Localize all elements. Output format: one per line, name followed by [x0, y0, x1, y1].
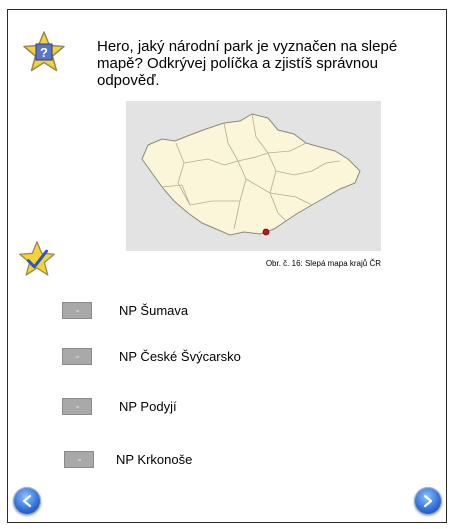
next-button[interactable]: [414, 487, 442, 515]
blind-map: [126, 101, 381, 251]
reveal-box[interactable]: [62, 348, 92, 365]
content-frame: [7, 9, 447, 523]
option-label: NP České Švýcarsko: [119, 349, 241, 364]
star-check-icon: [18, 240, 56, 283]
map-caption: Obr. č. 16: Slepá mapa krajů ČR: [265, 259, 381, 268]
czech-regions-map: [141, 113, 361, 236]
star-question-icon: ?: [22, 30, 66, 79]
option-label: NP Podyjí: [119, 399, 177, 414]
option-label: NP Krkonoše: [116, 452, 193, 467]
reveal-box[interactable]: [62, 302, 92, 319]
question-text: Hero, jaký národní park je vyznačen na s…: [97, 38, 398, 89]
prev-button[interactable]: [13, 487, 41, 515]
option-krkonose: NP Krkonoše: [64, 451, 192, 468]
option-sumava: NP Šumava: [62, 302, 188, 319]
reveal-box[interactable]: [64, 451, 94, 468]
option-podyji: NP Podyjí: [62, 398, 177, 415]
arrow-right-icon: [423, 494, 433, 508]
arrow-left-icon: [22, 494, 32, 508]
svg-text:?: ?: [40, 45, 48, 60]
park-marker: [262, 228, 270, 236]
reveal-box[interactable]: [62, 398, 92, 415]
region-borders: [161, 113, 341, 230]
option-label: NP Šumava: [119, 303, 189, 318]
map-land: [141, 113, 361, 236]
option-ceske-svycarsko: NP České Švýcarsko: [62, 348, 241, 365]
